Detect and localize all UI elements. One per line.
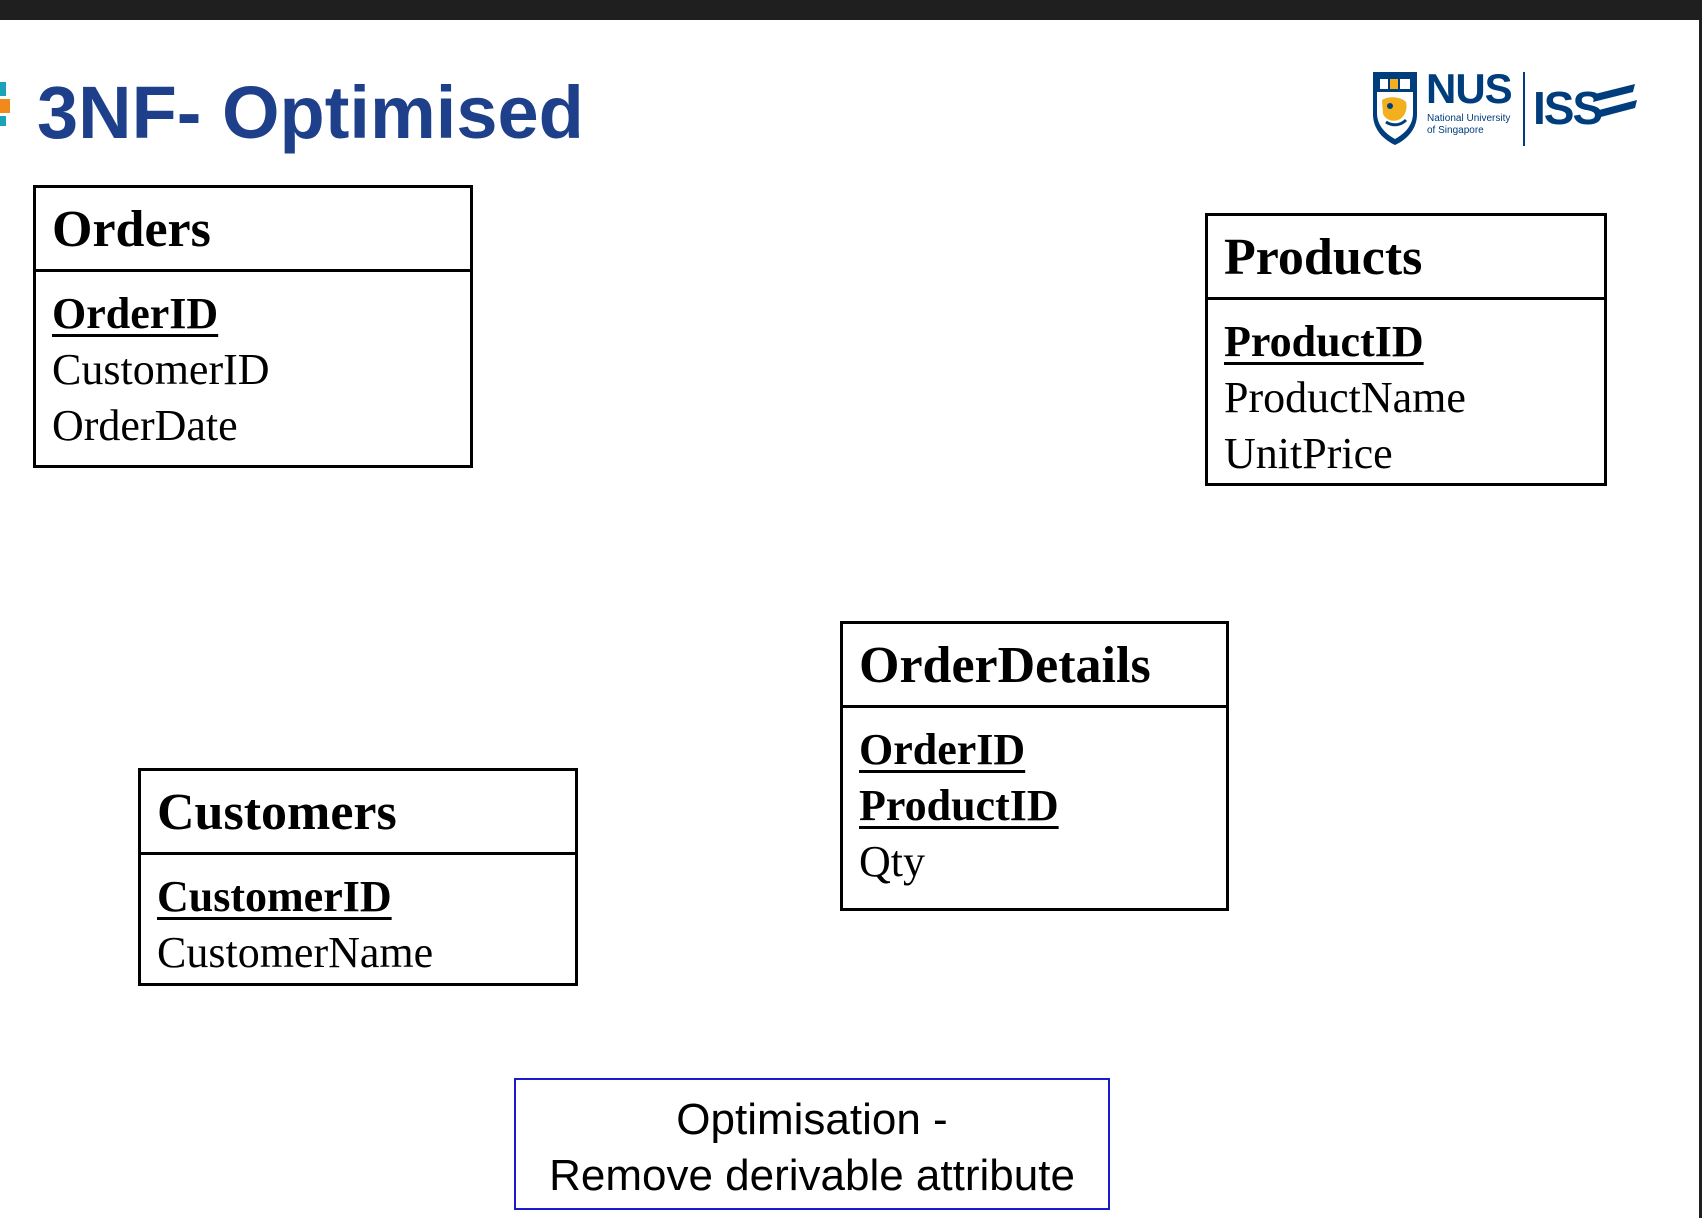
primary-key-attribute: OrderID: [859, 725, 1026, 774]
nus-wordmark: NUS: [1426, 65, 1513, 112]
primary-key-attribute: OrderID: [52, 289, 219, 338]
primary-key-attribute: ProductID: [859, 781, 1059, 830]
primary-key-attribute: ProductID: [1224, 317, 1424, 366]
attribute: ProductName: [1224, 373, 1466, 422]
entity-order-details: OrderDetails OrderID ProductID Qty: [840, 621, 1229, 911]
slide-title: 3NF- Optimised: [37, 71, 584, 154]
entity-products-attributes: ProductID ProductName UnitPrice: [1208, 300, 1604, 482]
entity-order-details-name: OrderDetails: [843, 624, 1226, 708]
entity-customers-attributes: CustomerID CustomerName: [141, 855, 575, 981]
note-line-2: Remove derivable attribute: [549, 1151, 1075, 1200]
entity-orders-attributes: OrderID CustomerID OrderDate: [36, 272, 470, 454]
note-line-1: Optimisation -: [676, 1095, 948, 1144]
title-bullet-icon: [0, 82, 10, 126]
primary-key-attribute: CustomerID: [157, 872, 392, 921]
attribute: CustomerID: [52, 345, 270, 394]
entity-orders-name: Orders: [36, 188, 470, 272]
optimisation-note: Optimisation - Remove derivable attribut…: [514, 1078, 1110, 1210]
iss-logo-icon: ISS: [1533, 82, 1637, 134]
logo-divider: [1523, 72, 1525, 146]
attribute: Qty: [859, 837, 925, 886]
entity-order-details-attributes: OrderID ProductID Qty: [843, 708, 1226, 890]
window-right-edge: [1699, 20, 1702, 1218]
attribute: CustomerName: [157, 928, 434, 977]
attribute: OrderDate: [52, 401, 238, 450]
entity-orders: Orders OrderID CustomerID OrderDate: [33, 185, 473, 468]
attribute: UnitPrice: [1224, 429, 1393, 478]
entity-customers: Customers CustomerID CustomerName: [138, 768, 578, 986]
window-top-bar: [0, 0, 1702, 20]
entity-products: Products ProductID ProductName UnitPrice: [1205, 213, 1607, 486]
entity-customers-name: Customers: [141, 771, 575, 855]
entity-products-name: Products: [1208, 216, 1604, 300]
svg-text:ISS: ISS: [1533, 82, 1601, 134]
nus-crest-icon: [1373, 72, 1417, 145]
